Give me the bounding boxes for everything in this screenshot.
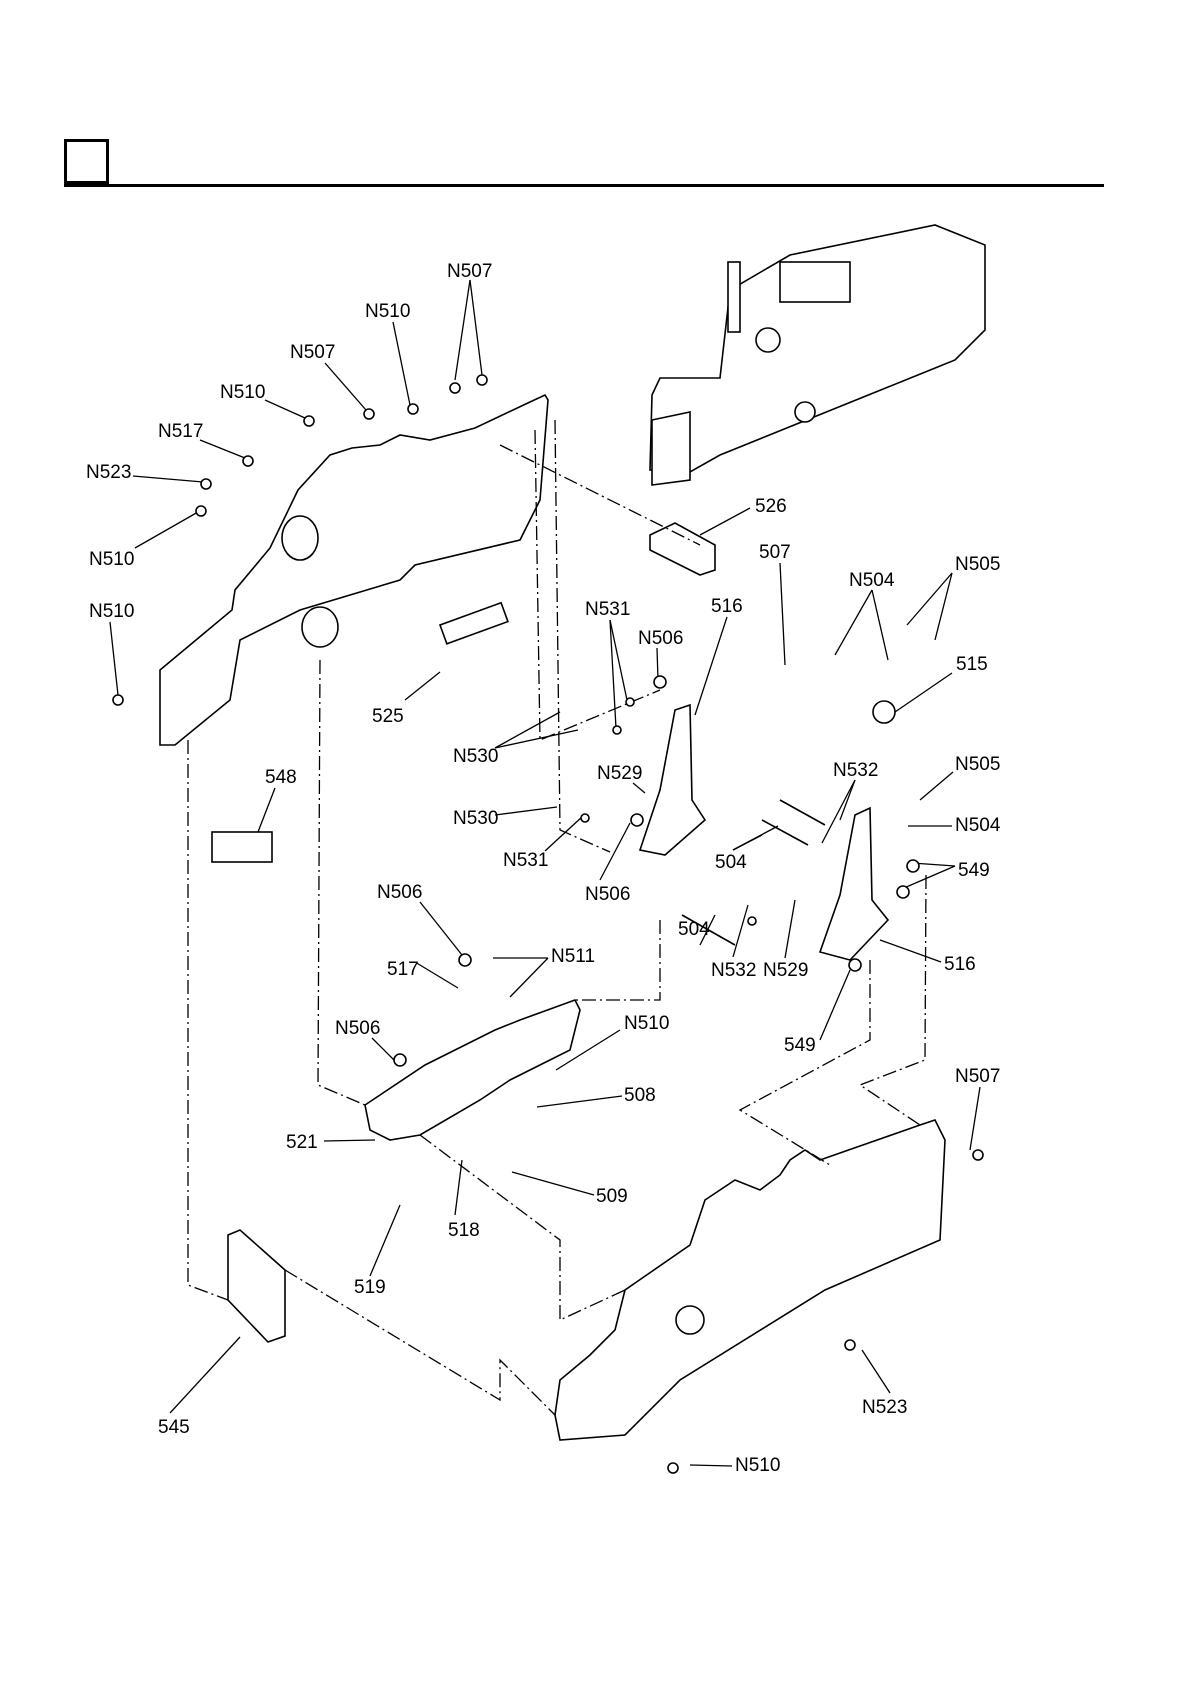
label-N517: N517 bbox=[158, 421, 203, 442]
bracket-521 bbox=[364, 999, 581, 1141]
shaft-504-b bbox=[761, 819, 809, 846]
label-515: 515 bbox=[956, 654, 988, 675]
label-N507: N507 bbox=[955, 1066, 1000, 1087]
label-549: 549 bbox=[784, 1035, 816, 1056]
label-509: 509 bbox=[596, 1186, 628, 1207]
label-N530: N530 bbox=[453, 808, 498, 829]
left-side-plate bbox=[159, 393, 549, 746]
part-labels: N507 N510 N507 N510 N517 N523 N510 N510 … bbox=[86, 261, 1001, 1476]
screw-N507-b bbox=[476, 374, 488, 386]
assembled-unit-illustration bbox=[649, 224, 986, 486]
label-N504: N504 bbox=[955, 815, 1001, 836]
side-frame-516-right bbox=[818, 806, 890, 961]
label-N510: N510 bbox=[624, 1013, 669, 1034]
label-N531: N531 bbox=[503, 850, 548, 871]
label-516: 516 bbox=[944, 954, 976, 975]
part-548 bbox=[211, 831, 273, 863]
label-N523: N523 bbox=[862, 1397, 907, 1418]
lower-side-plate bbox=[554, 1119, 946, 1441]
bushing-549-b bbox=[896, 885, 910, 899]
nut-N506-c bbox=[458, 953, 472, 967]
label-N510: N510 bbox=[89, 601, 134, 622]
side-frame-516-left bbox=[638, 703, 707, 856]
shaft-504-a bbox=[681, 914, 736, 946]
screw-N523-b bbox=[844, 1339, 856, 1351]
nut-N506-a bbox=[653, 675, 667, 689]
nut-N506-d bbox=[393, 1053, 407, 1067]
part-526 bbox=[649, 522, 716, 576]
screw-N510-e bbox=[667, 1462, 679, 1474]
label-N532: N532 bbox=[711, 960, 756, 981]
screw-N510-a bbox=[407, 403, 419, 415]
label-526: 526 bbox=[755, 496, 787, 517]
screw-N523-a bbox=[200, 478, 212, 490]
screw-N507-c bbox=[363, 408, 375, 420]
screw-N517 bbox=[242, 455, 254, 467]
cover-545 bbox=[227, 1229, 286, 1343]
nut-N506-b bbox=[630, 813, 644, 827]
label-519: 519 bbox=[354, 1277, 386, 1298]
screw-N507-d bbox=[972, 1149, 984, 1161]
part-525 bbox=[438, 601, 509, 645]
label-N529: N529 bbox=[597, 763, 642, 784]
label-545: 545 bbox=[158, 1417, 190, 1438]
label-517: 517 bbox=[387, 959, 419, 980]
leader-lines bbox=[109, 279, 981, 1467]
screw-N510-c bbox=[195, 505, 207, 517]
label-N506: N506 bbox=[335, 1018, 380, 1039]
washer-N531-b bbox=[612, 725, 622, 735]
label-N511: N511 bbox=[551, 946, 595, 967]
label-507: 507 bbox=[759, 542, 791, 563]
label-N506: N506 bbox=[377, 882, 422, 903]
assembly-lines bbox=[187, 419, 927, 1416]
label-548: 548 bbox=[265, 767, 297, 788]
fasteners bbox=[112, 374, 984, 1474]
label-N529: N529 bbox=[763, 960, 808, 981]
label-N531: N531 bbox=[585, 599, 630, 620]
screw-N510-d bbox=[112, 694, 124, 706]
label-508: 508 bbox=[624, 1085, 656, 1106]
label-549: 549 bbox=[958, 860, 990, 881]
label-N507: N507 bbox=[290, 342, 335, 363]
label-516: 516 bbox=[711, 596, 743, 617]
part-515 bbox=[872, 700, 896, 724]
label-N530: N530 bbox=[453, 746, 498, 767]
label-N505: N505 bbox=[955, 754, 1000, 775]
label-N507-top: N507 bbox=[447, 261, 492, 282]
label-N506: N506 bbox=[585, 884, 630, 905]
label-N506: N506 bbox=[638, 628, 683, 649]
label-N510: N510 bbox=[735, 1455, 780, 1476]
section-number-box bbox=[64, 139, 109, 184]
screw-N510-b bbox=[303, 415, 315, 427]
label-504: 504 bbox=[715, 852, 747, 873]
label-N510: N510 bbox=[220, 382, 265, 403]
washer-N531-a bbox=[625, 697, 635, 707]
bushing-549-a bbox=[906, 859, 920, 873]
label-N523: N523 bbox=[86, 462, 131, 483]
label-525: 525 bbox=[372, 706, 404, 727]
label-N510: N510 bbox=[365, 301, 410, 322]
washer-N531-c bbox=[580, 813, 590, 823]
label-N510: N510 bbox=[89, 549, 134, 570]
bushing-549-c bbox=[848, 958, 862, 972]
header-rule bbox=[64, 184, 1104, 187]
label-N505: N505 bbox=[955, 554, 1000, 575]
washer-N532-a bbox=[747, 916, 757, 926]
label-N532: N532 bbox=[833, 760, 878, 781]
label-521: 521 bbox=[286, 1132, 318, 1153]
label-518: 518 bbox=[448, 1220, 480, 1241]
label-N504: N504 bbox=[849, 570, 895, 591]
shaft-504-c bbox=[779, 799, 826, 826]
screw-N507-a bbox=[449, 382, 461, 394]
label-504: 504 bbox=[678, 919, 710, 940]
